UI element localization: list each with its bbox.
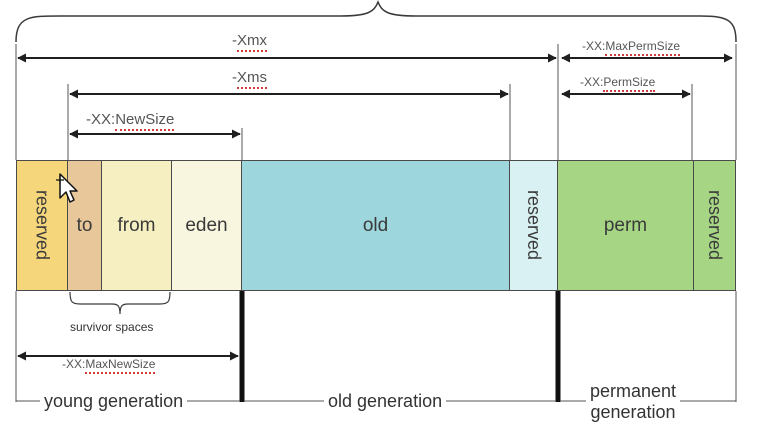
permanent-generation-line2: generation bbox=[590, 401, 676, 422]
permsize-label: -XX:PermSize bbox=[580, 75, 656, 92]
segment-to: to bbox=[68, 160, 102, 291]
survivor-brace bbox=[69, 291, 171, 315]
segment-eden: eden bbox=[172, 160, 242, 291]
segment-reserved-old: reserved bbox=[510, 160, 558, 291]
xms-label: -Xms bbox=[232, 69, 267, 89]
mouse-pointer-icon bbox=[56, 172, 78, 211]
segment-old: old bbox=[242, 160, 510, 291]
segment-label: reserved bbox=[524, 190, 544, 261]
newsize-label: -XX:NewSize bbox=[86, 111, 175, 131]
segment-label: perm bbox=[603, 214, 648, 236]
old-generation-label: old generation bbox=[324, 392, 447, 410]
segment-label: eden bbox=[185, 214, 228, 236]
survivor-spaces-label: survivor spaces bbox=[70, 320, 154, 334]
segment-label: to bbox=[76, 214, 93, 236]
maxnewsize-label: -XX:MaxNewSize bbox=[62, 357, 156, 374]
permanent-generation-line1: permanent bbox=[590, 381, 677, 401]
young-generation-label: young generation bbox=[40, 392, 188, 410]
segment-perm: perm bbox=[558, 160, 694, 291]
segment-label: reserved bbox=[32, 190, 53, 261]
xmx-label: -Xmx bbox=[232, 32, 267, 52]
segment-from: from bbox=[102, 160, 172, 291]
guide-lines bbox=[15, 44, 737, 402]
permanent-generation-label: permanent generation bbox=[586, 381, 681, 423]
segment-label: reserved bbox=[705, 190, 725, 261]
top-brace bbox=[15, 0, 737, 43]
segment-label: from bbox=[117, 214, 156, 236]
segment-label: old bbox=[362, 214, 389, 236]
segment-reserved-perm: reserved bbox=[694, 160, 736, 291]
maxpermsize-label: -XX:MaxPermSize bbox=[582, 39, 681, 56]
